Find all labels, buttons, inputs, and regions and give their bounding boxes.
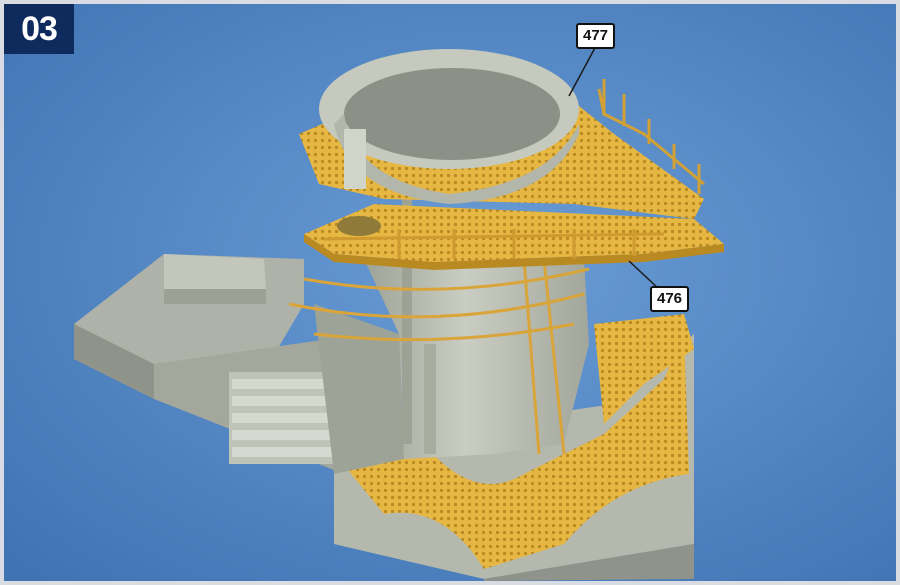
part-callout-477: 477 — [576, 23, 616, 49]
step-number-badge: 03 — [4, 4, 74, 54]
funnel-top — [319, 49, 579, 204]
funnel-tower — [314, 174, 589, 474]
railings-lower — [288, 258, 590, 455]
platform-476 — [304, 204, 724, 270]
part-callout-476: 476 — [650, 286, 690, 312]
leader-lines — [568, 45, 660, 290]
deck-block — [334, 314, 694, 581]
vent-block — [229, 372, 339, 464]
model-illustration — [4, 4, 896, 581]
assembly-photo — [4, 4, 896, 581]
